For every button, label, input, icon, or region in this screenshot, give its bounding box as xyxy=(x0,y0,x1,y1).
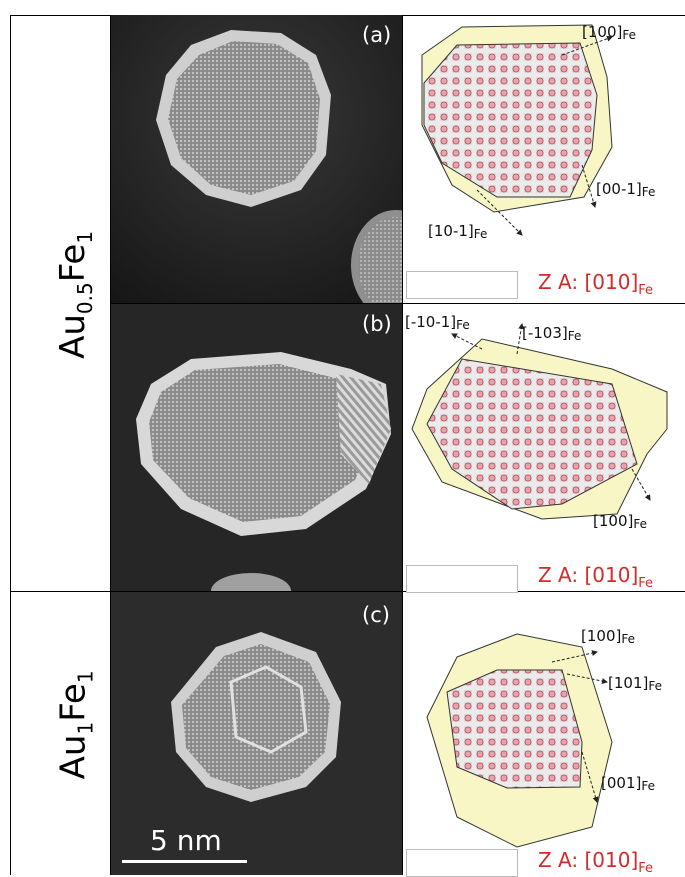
scale-bar-label: 5 nm xyxy=(150,824,222,857)
panel-letter-b: (b) xyxy=(362,312,392,336)
row-divider-bc xyxy=(10,591,685,592)
blank-box-b xyxy=(406,565,518,593)
scale-bar xyxy=(122,860,247,863)
panel-letter-a: (a) xyxy=(362,23,392,47)
micrograph-a xyxy=(111,15,402,303)
direction-b-2: [-103]Fe xyxy=(522,324,582,343)
schematic-a xyxy=(402,15,685,303)
schematic-c xyxy=(402,592,685,875)
micrograph-b xyxy=(111,304,402,591)
image-schematic-divider xyxy=(402,15,403,875)
row-divider-ab xyxy=(110,303,685,304)
zone-axis-b: Z A: [010]Fe xyxy=(538,563,654,591)
direction-c-1: [100]Fe xyxy=(581,627,635,646)
micrograph-c xyxy=(111,592,402,875)
zone-axis-a: Z A: [010]Fe xyxy=(538,270,654,298)
zone-axis-c: Z A: [010]Fe xyxy=(538,848,654,876)
sample-label-au05fe1: Au0.5Fe1 xyxy=(53,231,97,359)
direction-a-3: [10-1]Fe xyxy=(428,222,488,241)
sample-label-au1fe1: Au1Fe1 xyxy=(53,670,97,780)
direction-c-2: [101]Fe xyxy=(608,674,662,693)
direction-c-3: [001]Fe xyxy=(601,774,655,793)
direction-b-3: [100]Fe xyxy=(593,512,647,531)
direction-a-2: [00-1]Fe xyxy=(596,180,656,199)
schematic-b xyxy=(402,304,685,591)
direction-b-1: [-10-1]Fe xyxy=(405,313,470,332)
panel-letter-c: (c) xyxy=(362,603,390,627)
blank-box-c xyxy=(406,849,518,877)
blank-box-a xyxy=(406,271,518,299)
label-column-divider xyxy=(110,15,111,875)
direction-a-1: [100]Fe xyxy=(582,23,636,42)
